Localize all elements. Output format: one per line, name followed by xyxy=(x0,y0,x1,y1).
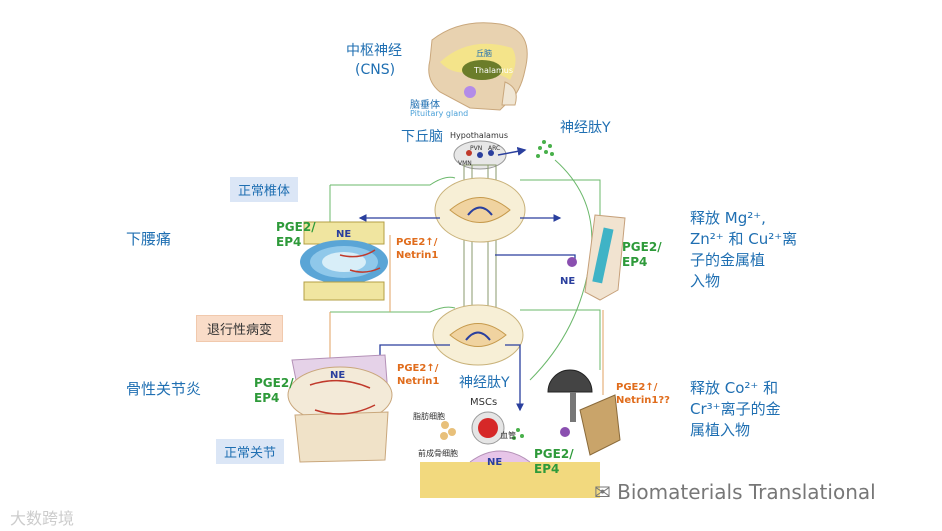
watermark-label: Biomaterials Translational xyxy=(617,480,876,504)
pge2-ep4-label-3: PGE2/ EP4 xyxy=(534,447,574,476)
release-2-line3: 属植入物 xyxy=(690,421,751,439)
thalamus-cn-label: 丘脑 xyxy=(476,49,492,58)
watermark-text: ✉ Biomaterials Translational xyxy=(594,480,876,504)
ne-label-1: NE xyxy=(336,229,352,240)
osteoarthritis-label: 骨性关节炎 xyxy=(126,380,202,398)
hypothalamus-cn-label: 下丘脑 xyxy=(401,129,443,145)
pge2-netrin-label-1: PGE2↑/ Netrin1 xyxy=(396,237,439,261)
wechat-icon: ✉ xyxy=(594,480,611,504)
release-implant-1: 释放 Mg²⁺, Zn²⁺ 和 Cu²⁺离 子的金属植 入物 xyxy=(690,208,797,292)
vertebra-illustration xyxy=(300,221,388,301)
release-1-line2: Zn²⁺ 和 Cu²⁺离 xyxy=(690,230,798,248)
ne-label-right: NE xyxy=(560,276,576,287)
spinal-cross-section-lower xyxy=(432,304,524,366)
release-1-line4: 入物 xyxy=(690,272,721,290)
spinal-cross-section-upper xyxy=(434,177,526,243)
npy-mid-label: 神经肽Y xyxy=(459,375,510,391)
release-1-line1: 释放 Mg²⁺, xyxy=(690,209,766,227)
orange-lines xyxy=(329,235,604,395)
pge2-ep4-label-right: PGE2/ EP4 xyxy=(622,240,662,269)
ne-label-2: NE xyxy=(330,370,346,381)
vmn-label: VMN xyxy=(458,160,472,167)
bone-implant-top xyxy=(567,214,626,301)
npy-dots-mid xyxy=(512,428,524,440)
pituitary-cn-label: 脑垂体 xyxy=(410,100,440,111)
brain-illustration xyxy=(428,22,528,111)
hypothalamus-en-label: Hypothalamus xyxy=(450,131,508,140)
cns-label: 中枢神经 xyxy=(346,43,402,59)
npy-dots-top xyxy=(536,140,554,158)
degeneration-box: 退行性病变 xyxy=(196,315,284,342)
low-back-pain-label: 下腰痛 xyxy=(126,230,172,248)
normal-vertebra-box: 正常椎体 xyxy=(230,177,299,202)
arc-label: ARC xyxy=(488,145,501,152)
adipocyte-label: 脂肪细胞 xyxy=(413,412,445,421)
release-2-line2: Cr³⁺离子的金 xyxy=(690,400,781,418)
cns-abbr-label: (CNS) xyxy=(355,62,396,78)
knee-illustration xyxy=(287,354,393,463)
watermark-left: 大数跨境 xyxy=(10,509,75,528)
release-1-line3: 子的金属植 xyxy=(690,251,766,269)
pvn-label: PVN xyxy=(470,145,483,152)
thalamus-en-label: Thalamus xyxy=(474,66,514,75)
pituitary-en-label: Pituitary gland xyxy=(410,109,469,118)
release-implant-2: 释放 Co²⁺ 和 Cr³⁺离子的金 属植入物 xyxy=(690,378,781,441)
release-2-line1: 释放 Co²⁺ 和 xyxy=(690,379,779,397)
pge2-ep4-label-2: PGE2/ EP4 xyxy=(254,376,294,405)
vessel-label: 血管 xyxy=(500,431,516,440)
pge2-ep4-label-1: PGE2/ EP4 xyxy=(276,220,316,249)
hip-implant xyxy=(547,369,621,456)
npy-top-label: 神经肽Y xyxy=(560,120,611,136)
bone-remodeling xyxy=(420,411,600,498)
normal-joint-box: 正常关节 xyxy=(216,439,285,464)
ne-label-3: NE xyxy=(487,457,503,468)
pge2-netrin-label-2: PGE2↑/ Netrin1 xyxy=(397,363,440,387)
preosteoblast-label: 前成骨细胞 xyxy=(418,449,458,458)
hypothalamus-illustration xyxy=(453,140,527,170)
pge2-netrin-label-3: PGE2↑/ Netrin1?? xyxy=(616,382,670,406)
mscs-label: MSCs xyxy=(470,397,498,408)
